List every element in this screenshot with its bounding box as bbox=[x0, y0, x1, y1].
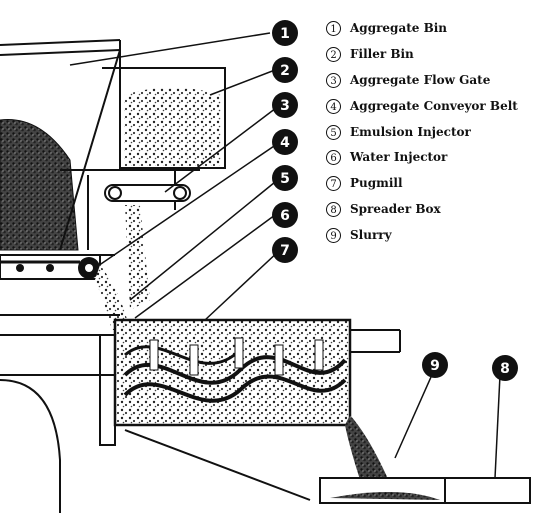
callout-7 bbox=[272, 237, 298, 263]
callout-8 bbox=[492, 355, 518, 381]
legend-item-spreader-box: 8 Spreader Box bbox=[326, 198, 441, 220]
legend-item-aggregate-bin: 1 Aggregate Bin bbox=[326, 17, 447, 39]
callout-9 bbox=[422, 352, 448, 378]
flow-gate-rollers bbox=[104, 184, 191, 202]
callout-2-text: 2 bbox=[280, 63, 290, 79]
conveyor-belt bbox=[0, 254, 101, 280]
callout-5 bbox=[272, 165, 298, 191]
callout-1 bbox=[272, 20, 298, 46]
legend-number: 5 bbox=[326, 124, 341, 140]
legend-number: 3 bbox=[326, 72, 341, 88]
legend-label: Aggregate Bin bbox=[350, 21, 447, 35]
slurry-stream bbox=[345, 415, 395, 495]
callout-1-text: 1 bbox=[280, 26, 290, 42]
pugmill bbox=[113, 318, 352, 427]
callout-7-text: 7 bbox=[280, 243, 290, 259]
legend-label: Water Injector bbox=[350, 150, 448, 164]
callout-5-text: 5 bbox=[280, 171, 290, 187]
legend-item-aggregate-conveyor-belt: 4 Aggregate Conveyor Belt bbox=[326, 95, 518, 117]
legend-label: Aggregate Flow Gate bbox=[350, 73, 491, 87]
legend-number: 8 bbox=[326, 201, 341, 217]
legend-item-emulsion-injector: 5 Emulsion Injector bbox=[326, 121, 471, 143]
legend-label: Spreader Box bbox=[350, 202, 441, 216]
filler-bin bbox=[102, 67, 226, 169]
legend-number: 1 bbox=[326, 20, 341, 36]
legend-label: Slurry bbox=[350, 228, 392, 242]
callout-2 bbox=[272, 57, 298, 83]
legend-item-pugmill: 7 Pugmill bbox=[326, 172, 403, 194]
legend-label: Emulsion Injector bbox=[350, 125, 471, 139]
callout-6 bbox=[272, 202, 298, 228]
legend-number: 9 bbox=[326, 227, 341, 243]
chassis bbox=[0, 314, 120, 513]
legend-item-water-injector: 6 Water Injector bbox=[326, 146, 447, 168]
legend-number: 7 bbox=[326, 175, 341, 191]
callout-markers: 1 2 3 4 5 6 7 9 8 bbox=[272, 20, 518, 381]
legend-label: Pugmill bbox=[350, 176, 403, 190]
callout-3 bbox=[272, 92, 298, 118]
callout-4 bbox=[272, 129, 298, 155]
callout-4-text: 4 bbox=[280, 135, 290, 151]
callout-6-text: 6 bbox=[280, 208, 290, 224]
legend-number: 2 bbox=[326, 46, 341, 62]
legend-number: 4 bbox=[326, 98, 341, 114]
legend-number: 6 bbox=[326, 149, 341, 165]
legend-item-aggregate-flow-gate: 3 Aggregate Flow Gate bbox=[326, 69, 490, 91]
legend-item-slurry: 9 Slurry bbox=[326, 224, 392, 246]
legend-label: Aggregate Conveyor Belt bbox=[350, 99, 518, 113]
legend-item-filler-bin: 2 Filler Bin bbox=[326, 43, 414, 65]
callout-8-text: 8 bbox=[500, 361, 510, 377]
callout-9-text: 9 bbox=[430, 358, 440, 374]
callout-3-text: 3 bbox=[280, 98, 290, 114]
legend-label: Filler Bin bbox=[350, 47, 414, 61]
